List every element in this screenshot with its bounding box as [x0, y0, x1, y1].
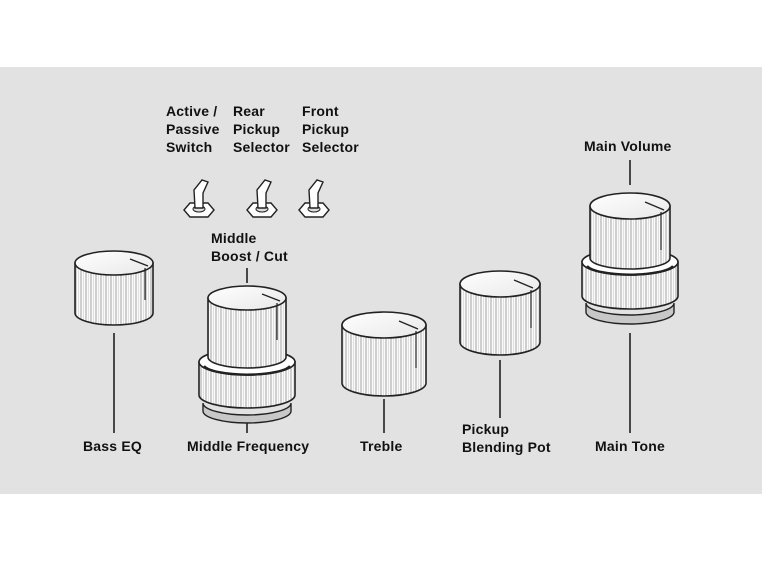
main-tone-label: Main Tone: [595, 438, 665, 454]
bass-eq-knob[interactable]: [74, 250, 154, 326]
middle-frequency-label: Middle Frequency: [187, 438, 310, 454]
main-volume-tone-knob[interactable]: [581, 192, 679, 325]
bass-eq-label: Bass EQ: [83, 438, 142, 454]
treble-label: Treble: [360, 438, 403, 454]
front-pickup-selector-switch[interactable]: [298, 179, 330, 218]
active-passive-switch[interactable]: [183, 179, 215, 218]
treble-knob[interactable]: [341, 311, 427, 397]
main-volume-label: Main Volume: [584, 138, 672, 154]
pickup-blending-knob[interactable]: [459, 270, 541, 356]
middle-stacked-knob[interactable]: [198, 285, 296, 424]
rear-pickup-selector-switch[interactable]: [246, 179, 278, 218]
